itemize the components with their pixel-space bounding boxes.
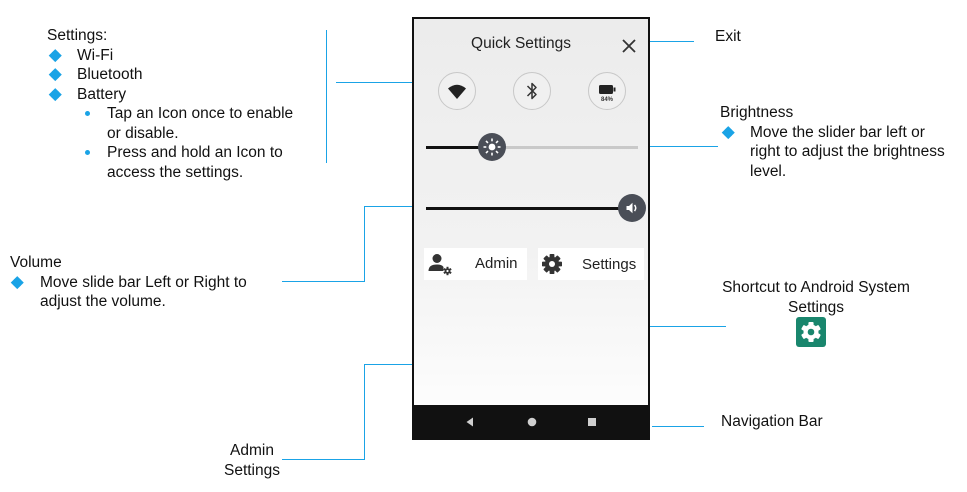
volume-connector [364,206,424,208]
settings-tip-tap: Tap an Icon once to enable or disable. [47,104,293,143]
navigation-bar [414,405,648,438]
back-icon [466,417,473,427]
shortcut-annotation: Shortcut to Android System Settings [722,279,910,316]
settings-tip-hold: Press and hold an Icon to access the set… [47,143,293,182]
settings-tile-label: Settings [582,256,637,273]
brightness-heading: Brightness [720,104,794,121]
settings-item-battery: Battery [47,85,293,105]
recents-icon [588,418,596,426]
diamond-bullet-icon [722,125,735,138]
brightness-description: Move the slider bar left or right to adj… [720,123,945,182]
back-button[interactable] [462,414,478,430]
settings-heading: Settings: [47,27,108,44]
battery-toggle[interactable]: 84% [588,72,626,110]
phone-screen: Quick Settings 84% [412,17,650,440]
navigation-connector [652,426,704,428]
brightness-track-fill [426,146,492,149]
volume-slider[interactable] [426,194,646,224]
volume-description: Move slide bar Left or Right to adjust t… [10,273,247,312]
volume-connector [364,206,366,282]
brightness-knob[interactable] [477,133,506,161]
admin-user-icon [428,254,452,276]
brightness-annotation: Brightness Move the slider bar left or r… [720,103,945,181]
brightness-track [426,146,638,149]
brightness-slider[interactable] [426,132,638,162]
admin-tile-label: Admin [475,255,518,272]
admin-annotation: Admin Settings [223,442,280,479]
brightness-icon [483,138,501,156]
shortcut-connector [595,326,726,328]
bluetooth-icon [526,82,537,100]
volume-heading: Volume [10,254,62,271]
close-icon [622,39,636,53]
bluetooth-toggle[interactable] [513,72,551,110]
admin-connector [282,459,365,461]
admin-tile-button[interactable]: Admin [424,248,527,280]
settings-connector [336,82,412,84]
navigation-annotation: Navigation Bar [721,413,823,430]
diamond-bullet-icon [49,87,62,100]
volume-annotation: Volume Move slide bar Left or Right to a… [10,253,247,312]
settings-item-wifi: Wi-Fi [47,46,293,66]
dot-bullet-icon [85,111,90,116]
gear-icon [542,254,562,274]
volume-track-fill [426,207,626,210]
wifi-icon [448,84,466,99]
settings-annotation: Settings: Wi-Fi Bluetooth Battery Tap an… [47,26,293,182]
volume-connector [282,281,365,283]
quick-settings-title: Quick Settings [471,35,571,52]
dot-bullet-icon [85,150,90,155]
admin-connector [364,364,366,460]
diamond-bullet-icon [49,48,62,61]
volume-knob[interactable] [617,194,646,222]
android-settings-shortcut-icon [796,317,826,347]
close-button[interactable] [620,37,638,55]
brightness-connector [640,146,718,148]
diamond-bullet-icon [11,275,24,288]
wifi-toggle[interactable] [438,72,476,110]
settings-item-bluetooth: Bluetooth [47,65,293,85]
settings-connector [326,30,328,163]
battery-icon [599,85,616,94]
home-icon [527,417,537,427]
diamond-bullet-icon [49,68,62,81]
settings-tile-button[interactable]: Settings [538,248,644,280]
home-button[interactable] [524,414,540,430]
exit-connector [640,41,694,43]
recents-button[interactable] [584,414,600,430]
battery-percentage: 84% [600,97,613,103]
exit-annotation: Exit [715,28,741,45]
volume-icon [626,202,637,214]
